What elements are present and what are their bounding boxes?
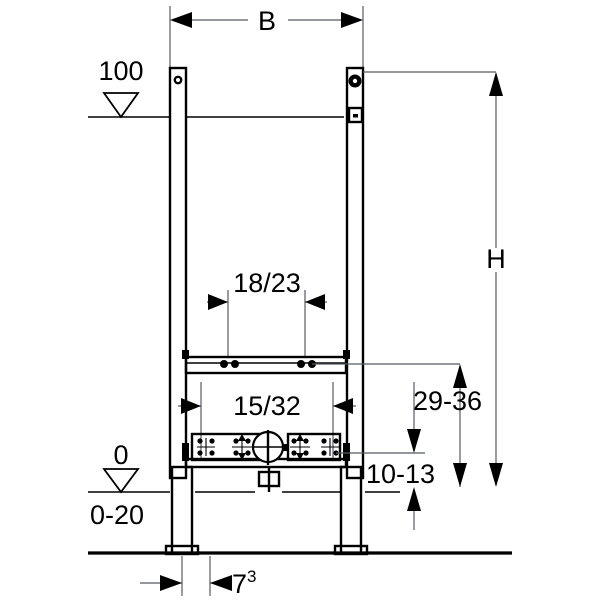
right-post-fitting-bore <box>352 78 358 84</box>
dimension-7-3: 73 <box>140 556 257 599</box>
d1532-label: 15/32 <box>233 391 301 421</box>
left-post <box>168 66 188 480</box>
d73-label: 73 <box>232 567 257 599</box>
crossbar-plate <box>184 355 348 375</box>
crossbar-hole-1 <box>220 360 228 368</box>
lower-bracket-right <box>343 443 350 461</box>
b-arrow-right <box>341 12 363 28</box>
outlet-connector <box>282 444 289 451</box>
crossbar-tab-left <box>182 350 189 359</box>
right-post <box>345 66 365 480</box>
dimension-10-13: 10-13 <box>363 382 435 530</box>
d73-arrow-right <box>210 575 232 591</box>
right-post-bracket-mark <box>353 114 358 118</box>
d2936-arrow-bottom <box>453 463 467 487</box>
left-post-body <box>168 66 188 480</box>
dimension-H: H <box>486 72 506 487</box>
level-100-triangle <box>102 92 140 119</box>
lower-bracket-left <box>182 443 189 461</box>
right-post-bracket-box <box>347 106 364 124</box>
lower-plate-left-slot <box>232 434 252 460</box>
d2936-arrow-top <box>453 364 467 388</box>
lower-fixing-assembly <box>182 430 350 469</box>
dimension-B: B <box>169 6 364 78</box>
left-post-hole <box>173 75 183 85</box>
lower-plate-right-holes <box>321 438 339 456</box>
d1823-arrow-left <box>208 294 228 310</box>
legs <box>164 465 369 556</box>
middle-crossbar <box>182 350 350 375</box>
d73-arrow-left <box>160 575 182 591</box>
crossbar-tab-right <box>343 350 350 359</box>
d1532-arrow-right <box>333 398 353 414</box>
right-post-body <box>345 66 365 480</box>
dimension-15-32: 15/32 <box>178 382 356 460</box>
d73-superscript: 3 <box>247 567 256 586</box>
level-100-label: 100 <box>98 56 143 86</box>
level-zero-label: 0 <box>113 440 128 470</box>
lower-plate-left-adjuster <box>197 438 215 456</box>
h-label: H <box>486 244 506 274</box>
d1532-arrow-left <box>181 398 201 414</box>
h-arrow-top <box>489 72 503 96</box>
dimension-29-36: 29-36 <box>413 364 482 487</box>
d1823-label: 18/23 <box>233 268 301 298</box>
level-marker-100: 100 <box>88 56 170 119</box>
leg-right-shaft <box>339 465 363 555</box>
lower-plate-right-slot <box>290 434 310 460</box>
d1013-arrow-up <box>407 487 421 511</box>
d2936-label: 29-36 <box>413 386 482 416</box>
floor-tolerance-label: 0-20 <box>90 500 144 530</box>
b-label: B <box>258 6 276 36</box>
d1013-arrow-down <box>407 429 421 453</box>
centre-outlet <box>251 430 285 465</box>
d73-value: 7 <box>232 569 247 599</box>
level-zero-triangle <box>102 468 140 494</box>
lower-plate-left-holes <box>197 438 215 456</box>
level-marker-zero: 0 0-20 <box>88 440 170 530</box>
h-arrow-bottom <box>489 463 503 487</box>
dimension-18-23: 18/23 <box>207 268 327 356</box>
crossbar-hole-2 <box>231 360 239 368</box>
leg-left-shaft <box>170 465 194 555</box>
b-arrow-left <box>170 12 192 28</box>
d1823-arrow-right <box>305 294 325 310</box>
crossbar-hole-3 <box>297 360 305 368</box>
d1013-label: 10-13 <box>366 459 435 489</box>
